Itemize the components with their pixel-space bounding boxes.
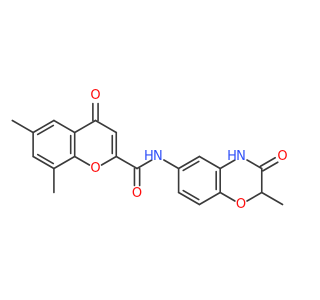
- bond: [11, 119, 34, 134]
- amide-nitrogen: N: [153, 149, 163, 164]
- bond: [246, 191, 263, 202]
- bond: [36, 124, 55, 136]
- bond: [115, 155, 138, 170]
- amide-hydrogen: H: [144, 149, 154, 164]
- bond: [219, 159, 236, 170]
- bond: [259, 156, 276, 168]
- bond: [260, 191, 284, 206]
- bond: [182, 160, 200, 172]
- bond: [73, 155, 91, 166]
- bond: [262, 161, 279, 172]
- oxazine-ring-oxygen: O: [236, 197, 246, 212]
- bond: [177, 155, 201, 170]
- chromone-ring-oxygen: O: [90, 161, 100, 176]
- amide-oxygen: O: [132, 186, 142, 201]
- bond: [246, 159, 263, 170]
- bond: [163, 159, 180, 170]
- bond: [198, 191, 221, 206]
- bond: [219, 191, 236, 202]
- bond: [182, 189, 200, 201]
- bond: [53, 119, 76, 134]
- bond: [94, 119, 118, 134]
- bonds: [11, 102, 284, 206]
- bond: [36, 153, 55, 165]
- bond: [136, 159, 153, 170]
- ketone-oxygen: O: [90, 88, 100, 103]
- lactam-oxygen: O: [277, 149, 287, 164]
- bond: [177, 191, 201, 206]
- lactam-hydrogen: H: [227, 149, 237, 164]
- lactam-nitrogen: N: [236, 149, 246, 164]
- bond: [32, 155, 55, 170]
- bond: [53, 155, 76, 170]
- bond: [198, 155, 221, 170]
- bond: [100, 155, 118, 166]
- bond: [32, 119, 55, 134]
- bond: [73, 119, 97, 134]
